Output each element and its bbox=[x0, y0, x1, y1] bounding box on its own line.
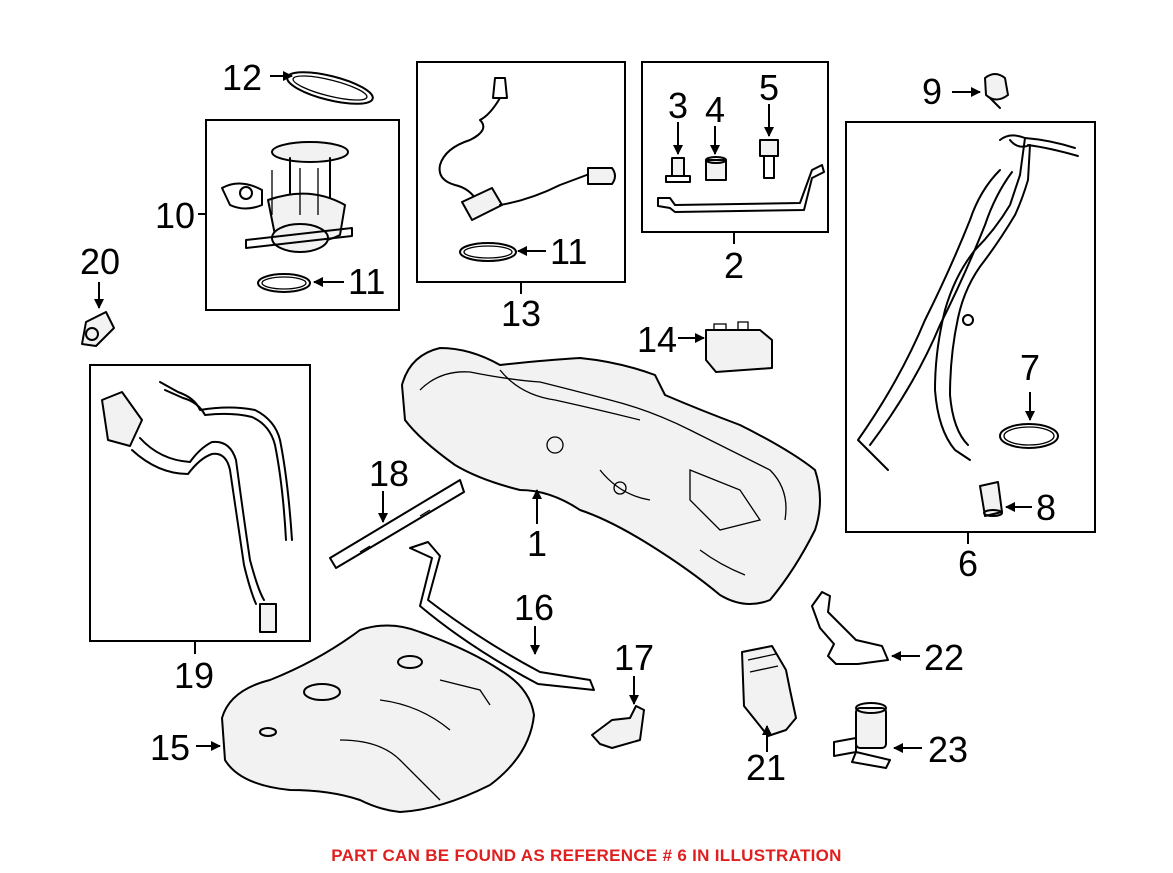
fuel-pump-part[interactable] bbox=[221, 141, 353, 253]
spacer-part[interactable] bbox=[705, 156, 727, 181]
callout-6: 6 bbox=[958, 543, 978, 584]
leader-lines bbox=[94, 71, 1035, 753]
sealing-ring-part[interactable] bbox=[284, 66, 375, 111]
lower-tank-part[interactable] bbox=[221, 624, 535, 813]
hose-part[interactable] bbox=[979, 481, 1003, 517]
callout-7: 7 bbox=[1020, 347, 1040, 388]
electronic-control-unit-part[interactable] bbox=[741, 645, 797, 737]
callout-4: 4 bbox=[705, 89, 725, 130]
callout-2: 2 bbox=[724, 245, 744, 286]
callout-12: 12 bbox=[222, 57, 262, 98]
reference-note: PART CAN BE FOUND AS REFERENCE # 6 IN IL… bbox=[331, 846, 842, 865]
o-ring-part[interactable] bbox=[459, 242, 517, 262]
filler-pipe-part[interactable] bbox=[857, 134, 1079, 471]
callout-3: 3 bbox=[668, 85, 688, 126]
callout-8: 8 bbox=[1036, 487, 1056, 528]
callout-15: 15 bbox=[150, 727, 190, 768]
hose-clamp-part[interactable] bbox=[999, 423, 1059, 449]
callout-16: 16 bbox=[514, 587, 554, 628]
heat-shield-part[interactable] bbox=[329, 479, 465, 569]
stud-part[interactable] bbox=[665, 157, 691, 183]
callout-13: 13 bbox=[501, 293, 541, 334]
bolt-part[interactable] bbox=[759, 139, 779, 179]
control-module-part[interactable] bbox=[705, 321, 773, 373]
callout-11-sender: 11 bbox=[550, 231, 587, 272]
callout-14: 14 bbox=[637, 319, 677, 360]
callout-11-pump: 11 bbox=[348, 261, 385, 302]
tank-strap-part[interactable] bbox=[409, 541, 595, 691]
callout-9: 9 bbox=[922, 71, 942, 112]
group-box-vent-line bbox=[89, 364, 311, 642]
o-ring-part[interactable] bbox=[257, 273, 311, 293]
callout-17: 17 bbox=[614, 637, 654, 678]
pressure-sensor-part[interactable] bbox=[81, 311, 115, 347]
group-box-filler-pipe bbox=[845, 121, 1096, 533]
callout-10: 10 bbox=[155, 195, 195, 236]
callout-19: 19 bbox=[174, 655, 214, 696]
mounting-bracket-part[interactable] bbox=[591, 705, 645, 749]
callout-21: 21 bbox=[746, 747, 786, 788]
filler-cap-part[interactable] bbox=[984, 73, 1009, 109]
callout-5: 5 bbox=[759, 67, 779, 108]
bracket-part[interactable] bbox=[811, 591, 889, 665]
callout-22: 22 bbox=[924, 637, 964, 678]
fuel-tank-part[interactable] bbox=[401, 347, 821, 605]
callout-23: 23 bbox=[928, 729, 968, 770]
callout-18: 18 bbox=[369, 453, 409, 494]
purge-valve-part[interactable] bbox=[833, 702, 891, 769]
tank-strap-part[interactable] bbox=[657, 164, 825, 213]
vent-line-part[interactable] bbox=[101, 381, 293, 633]
level-sender-part[interactable] bbox=[438, 77, 616, 221]
callout-20: 20 bbox=[80, 241, 120, 282]
callout-1: 1 bbox=[527, 523, 547, 564]
